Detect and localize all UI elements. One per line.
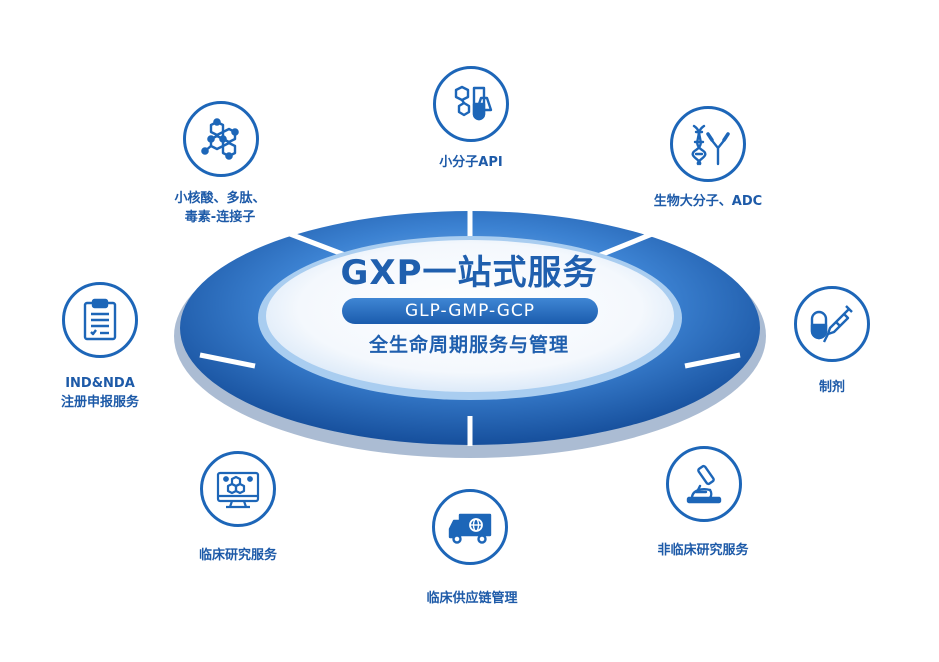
- service-label-line2: 毒素-连接子: [184, 210, 256, 225]
- dna-antibody-icon: [691, 124, 730, 166]
- molecule-flask-icon: [454, 85, 493, 121]
- clipboard-icon: [83, 298, 117, 341]
- service-label: 临床供应链管理: [426, 591, 518, 606]
- standards-pill: GLP-GMP-GCP: [342, 298, 598, 324]
- service-label-line2: 注册申报服务: [60, 395, 139, 410]
- capsule-syringe-icon: [810, 305, 853, 343]
- ring-segment-dividers: [199, 211, 741, 446]
- service-label: 制剂: [818, 380, 845, 395]
- service-label: 小核酸、多肽、 毒素-连接子: [160, 189, 280, 227]
- service-label-line1: 小核酸、多肽、: [174, 191, 266, 206]
- service-label: 小分子API: [439, 155, 503, 170]
- delivery-truck-icon: [448, 513, 492, 544]
- service-label: IND&NDA 注册申报服务: [45, 374, 155, 412]
- microscope-icon: [686, 464, 722, 504]
- hexagon-network-icon: [201, 118, 239, 160]
- monitor-molecule-icon: [216, 471, 260, 509]
- service-label-line1: IND&NDA: [65, 376, 135, 391]
- service-label: 非临床研究服务: [657, 543, 749, 558]
- service-label: 生物大分子、ADC: [653, 194, 763, 209]
- service-label: 临床研究服务: [198, 548, 277, 563]
- center-subtitle: 全生命周期服务与管理: [368, 334, 569, 356]
- center-title: GXP一站式服务: [340, 253, 598, 293]
